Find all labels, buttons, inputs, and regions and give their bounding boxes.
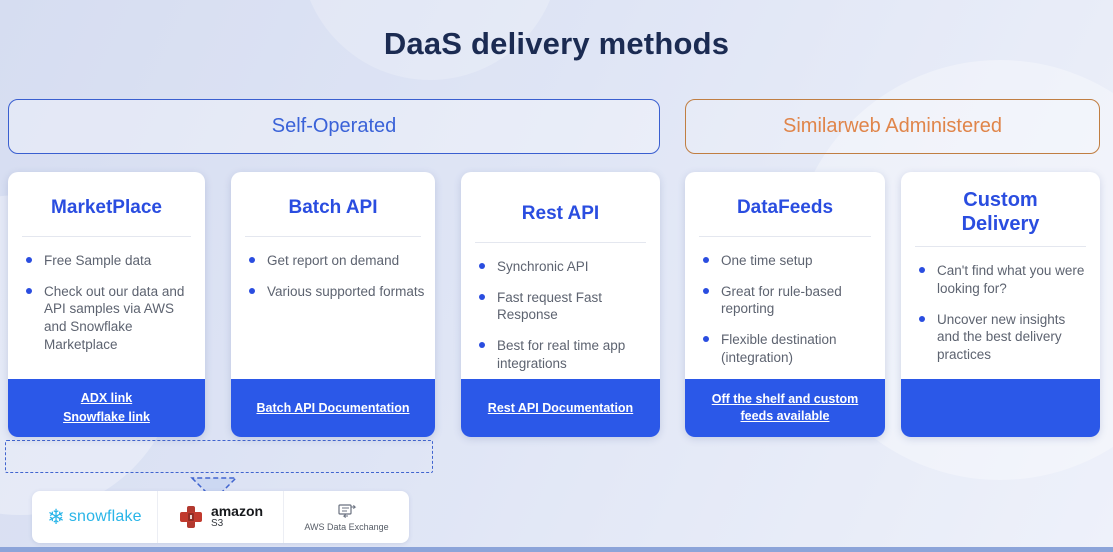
bullet-text: Get report on demand: [267, 252, 400, 268]
bullet-item: Fast request Fast Response: [469, 289, 650, 325]
bullet-text: Can't find what you were looking for?: [937, 263, 1085, 296]
snowflake-logo: ❄ snowflake: [32, 491, 157, 543]
card-batch-api-title: Batch API: [288, 197, 378, 218]
feeds-available-link[interactable]: Off the shelf and custom feeds available: [711, 392, 859, 423]
bullet-item: Various supported formats: [239, 283, 425, 301]
rest-api-documentation-link[interactable]: Rest API Documentation: [487, 400, 634, 415]
provider-logos-bar: ❄ snowflake amazon S3 AWS: [32, 491, 409, 543]
bullet-text: Great for rule-based reporting: [721, 283, 842, 317]
bullet-item: Uncover new insights and the best delive…: [909, 311, 1090, 364]
bullet-text: One time setup: [721, 252, 813, 268]
bullet-dot-icon: [26, 287, 32, 294]
bullet-dot-icon: [479, 293, 485, 300]
card-rest-api-footer: Rest API Documentation: [461, 379, 660, 437]
bullet-dot-icon: [703, 336, 709, 343]
card-datafeeds-footer: Off the shelf and custom feeds available: [685, 379, 885, 437]
card-custom-delivery-title: Custom Delivery: [961, 189, 1040, 235]
group-header-self-operated: Self-Operated: [8, 99, 660, 154]
card-marketplace-title: MarketPlace: [51, 197, 162, 218]
bullet-dot-icon: [479, 342, 485, 349]
connector-arrow-down-icon: [190, 477, 238, 502]
amazon-s3-icon: [179, 506, 202, 528]
bullet-item: Flexible destination (integration): [693, 331, 875, 367]
bullet-dot-icon: [703, 287, 709, 294]
snowflake-icon: ❄: [47, 505, 65, 529]
card-divider: [245, 235, 421, 237]
snowflake-logo-label: snowflake: [68, 508, 142, 525]
card-divider: [22, 235, 191, 237]
card-divider: [915, 246, 1086, 247]
snowflake-link[interactable]: Snowflake link: [63, 410, 150, 424]
amazon-logo-label: amazon: [210, 503, 264, 520]
bullet-text: Best for real time app integrations: [497, 338, 626, 372]
card-batch-api-footer: Batch API Documentation: [231, 379, 435, 437]
bullet-item: Best for real time app integrations: [469, 337, 650, 373]
card-divider: [699, 235, 871, 237]
bullet-text: Synchronic API: [497, 258, 589, 274]
bullet-item: Check out our data and API samples via A…: [16, 283, 195, 354]
card-rest-api-title: Rest API: [521, 203, 600, 224]
bullet-text: Fast request Fast Response: [497, 289, 603, 323]
group-header-self-operated-label: Self-Operated: [271, 115, 397, 137]
amazon-s3-sub-label: S3: [210, 518, 224, 530]
bottom-edge-strip: [0, 547, 1113, 552]
page-title: DaaS delivery methods: [383, 26, 730, 61]
card-custom-delivery-bullet-list: Can't find what you were looking for? Unc…: [901, 247, 1100, 370]
batch-api-documentation-link[interactable]: Batch API Documentation: [256, 400, 410, 415]
card-divider: [475, 241, 646, 243]
bullet-text: Uncover new insights and the best delive…: [937, 311, 1066, 363]
bullet-dot-icon: [479, 262, 485, 269]
bullet-item: Can't find what you were looking for?: [909, 262, 1090, 298]
bullet-dot-icon: [249, 256, 255, 263]
bullet-dot-icon: [919, 315, 925, 322]
card-rest-api: Rest API Synchronic API Fast request Fast …: [461, 172, 660, 437]
aws-data-exchange-label: AWS Data Exchange: [304, 522, 389, 532]
bullet-dot-icon: [703, 256, 709, 263]
bullet-dot-icon: [249, 287, 255, 294]
aws-data-exchange-icon: [337, 504, 356, 518]
marketplace-batch-connector-box: [5, 440, 433, 473]
bullet-dot-icon: [919, 267, 925, 273]
bullet-item: One time setup: [693, 252, 875, 270]
bullet-item: Free Sample data: [16, 252, 195, 270]
adx-link[interactable]: ADX link: [80, 391, 133, 406]
bullet-text: Check out our data and API samples via A…: [44, 283, 185, 353]
group-header-similarweb-administered: Similarweb Administered: [685, 99, 1100, 154]
bullet-dot-icon: [26, 256, 32, 263]
bullet-item: Synchronic API: [469, 258, 650, 276]
bullet-text: Flexible destination (integration): [721, 332, 837, 366]
bullet-text: Various supported formats: [267, 283, 425, 299]
card-datafeeds-title: DataFeeds: [736, 197, 834, 218]
aws-data-exchange-logo: AWS Data Exchange: [283, 491, 409, 543]
card-custom-delivery-footer: [901, 379, 1100, 437]
bullet-item: Great for rule-based reporting: [693, 283, 875, 319]
bullet-item: Get report on demand: [239, 252, 425, 270]
group-header-similarweb-administered-label: Similarweb Administered: [783, 115, 1002, 137]
bullet-text: Free Sample data: [44, 252, 152, 268]
card-rest-api-bullet-list: Synchronic API Fast request Fast Response…: [461, 243, 660, 379]
amazon-s3-logo: amazon S3: [157, 491, 283, 543]
